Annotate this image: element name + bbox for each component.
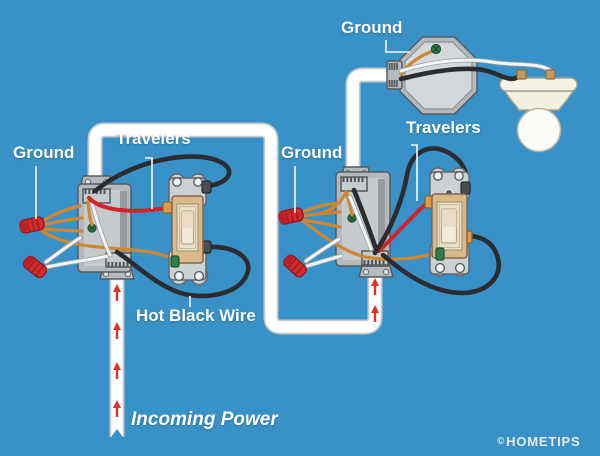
fixture-wires [398,43,556,82]
dark-terminal [460,181,471,195]
black-traveler-left [92,154,232,194]
hot-black-wire-loop [114,244,251,299]
brass-terminal [162,201,173,214]
lamp-terminal-screw-right [545,69,556,80]
label-travelers-left: Travelers [116,129,191,148]
lamp-terminal-screw-left [516,69,527,80]
black-common-loop [380,233,501,296]
switch-box-left [77,175,135,280]
light-fixture [499,77,578,153]
three-way-switch-left [162,173,212,286]
label-travelers-right: Travelers [406,118,481,137]
switch-ground-screw [170,255,180,268]
wire-nut [283,254,307,278]
hometips-watermark: ©HOMETIPS [497,434,580,449]
switch-ground-screw [435,247,445,261]
label-ground-middle: Ground [281,143,343,162]
label-ground-top: Ground [341,18,403,37]
light-bulb [516,107,562,153]
wire-nut [22,255,48,279]
power-flow-arrows [113,278,379,417]
hot-wire-to-lamp [398,66,522,82]
wire-nut [19,216,45,234]
dark-terminal [201,180,212,194]
label-leader-lines [35,40,418,307]
neutral-wire-to-lamp [399,58,553,73]
label-hot-black-wire: Hot Black Wire [136,306,256,325]
red-traveler-right [377,200,430,253]
wire-nuts-right [278,207,307,278]
brand-name: HOMETIPS [506,434,581,449]
conduit-end-notch [109,429,125,439]
wire-nuts-left [19,216,48,279]
red-traveler-left [87,196,168,213]
wire-nut [278,207,304,225]
ceiling-octagon-box [386,36,478,115]
label-ground-left: Ground [13,143,75,162]
copyright-symbol: © [497,436,506,447]
wires-left-box [40,154,251,299]
three-way-switch-right [424,167,473,277]
label-incoming-power: Incoming Power [131,409,278,430]
ground-pigtail-to-switch [301,219,436,261]
